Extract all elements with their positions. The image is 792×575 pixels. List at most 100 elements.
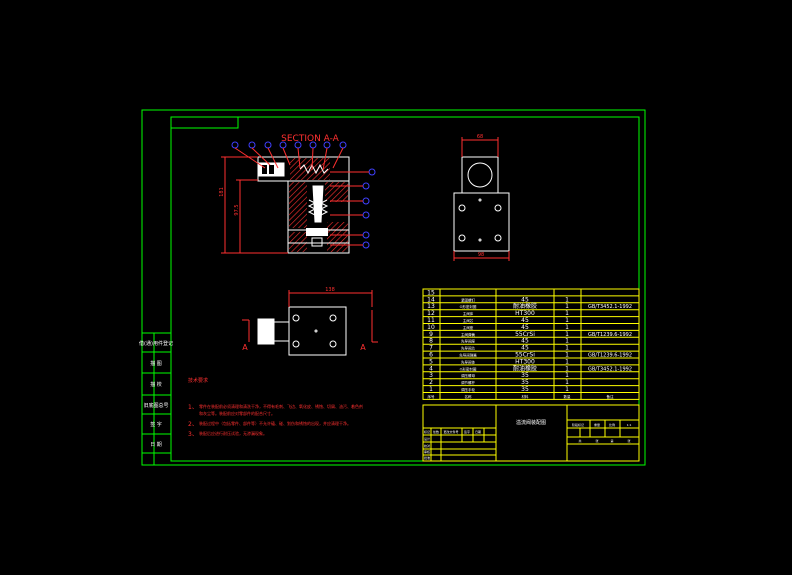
- parts-row-name: 主阀体: [463, 311, 474, 316]
- parts-row-qty: 1: [565, 324, 569, 331]
- parts-row-name: 调压手轮: [461, 387, 475, 392]
- tech-item-3-num: 3、: [188, 431, 198, 438]
- parts-row-material: 耐油橡胶: [513, 364, 537, 372]
- parts-row-name: 调节螺杆: [461, 380, 475, 385]
- parts-row-material: 35: [521, 372, 529, 379]
- parts-row-qty: 1: [565, 372, 569, 379]
- parts-row-name: 主阀芯: [463, 318, 474, 323]
- parts-row-material: 35: [521, 379, 529, 386]
- parts-row-qty: 1: [565, 331, 569, 338]
- scale-value: 1:1: [627, 423, 632, 427]
- parts-row-no: 2: [429, 379, 433, 386]
- parts-row-no: 10: [427, 324, 435, 331]
- tech-item-2-num: 2、: [188, 421, 198, 428]
- title-label-count: 处数: [433, 429, 439, 434]
- tech-item-3-text: 装配后应进行耐压试验，无渗漏现象。: [199, 430, 267, 436]
- side-view: [453, 156, 510, 252]
- parts-row-std: GB/T1239.6-1992: [588, 332, 632, 338]
- title-label-sign: 签字: [464, 429, 470, 434]
- parts-row-name: 先导阀体: [461, 359, 475, 364]
- parts-row-no: 4: [429, 365, 433, 372]
- parts-row-no: 3: [429, 372, 433, 379]
- part-balloons-top: [231, 141, 347, 171]
- parts-header-material: 材料: [522, 394, 530, 399]
- parts-row-no: 15: [427, 289, 435, 296]
- parts-header-name: 名称: [465, 394, 473, 399]
- parts-row-qty: 1: [565, 310, 569, 317]
- parts-row-material: 55CrSi: [515, 331, 535, 338]
- parts-row-material: 耐油橡胶: [513, 302, 537, 310]
- left-strip-label-2: 描 校: [150, 381, 162, 388]
- title-label-design: 设计: [424, 436, 430, 441]
- parts-row-material: 45: [521, 296, 529, 303]
- parts-row-material: 55CrSi: [515, 352, 535, 359]
- title-label-mark: 标记: [424, 429, 430, 434]
- parts-header-qty: 数量: [564, 394, 572, 399]
- weight-label: 重量: [594, 422, 600, 427]
- side-view-dimensions: [453, 137, 510, 261]
- plan-view-dimensions: [242, 290, 378, 343]
- plan-view: [257, 306, 347, 356]
- parts-row-std: GB/T3452.1-1992: [588, 366, 632, 372]
- title-block: [422, 404, 640, 462]
- parts-row-qty: 1: [565, 386, 569, 393]
- title-label-review: 审核: [424, 449, 430, 454]
- sheet-no-label: 第: [610, 438, 613, 443]
- parts-row-material: 45: [521, 317, 529, 324]
- part-balloons-right: [330, 168, 376, 249]
- section-view: [257, 156, 350, 254]
- left-strip: 借(通)用件登记 描 图 描 校 旧底图总号 签 字 日 期: [139, 332, 173, 465]
- left-strip-label-1: 描 图: [150, 360, 162, 367]
- section-mark-left: A: [242, 343, 248, 352]
- parts-row-qty: 1: [565, 338, 569, 345]
- dim-inner-height: 97.5: [234, 204, 240, 215]
- section-title: SECTION A-A: [281, 134, 340, 144]
- title-label-changefile: 更改文件号: [443, 429, 458, 434]
- parts-row-no: 1: [429, 386, 433, 393]
- title-label-date: 日期: [475, 429, 481, 434]
- parts-header-note: 备注: [607, 394, 615, 399]
- sheet-total-unit: 张: [595, 438, 598, 443]
- tech-requirements-title: 技术要求: [188, 377, 208, 384]
- parts-row-no: 12: [427, 310, 435, 317]
- parts-row-material: HT300: [515, 358, 535, 365]
- parts-row-material: 45: [521, 324, 529, 331]
- title-label-check: 校对: [424, 443, 430, 448]
- section-mark-right: A: [360, 343, 366, 352]
- tech-item-2-text: 装配过程中（包括零件、部件等）不允许磕、碰、划伤和锈蚀的出现，并应清理干净。: [199, 420, 351, 426]
- parts-row-qty: 1: [565, 365, 569, 372]
- parts-row-qty: 1: [565, 317, 569, 324]
- parts-row-std: GB/T3452.1-1992: [588, 304, 632, 310]
- parts-row-name: 紧固螺钉: [461, 297, 475, 302]
- parts-row-no: 5: [429, 358, 433, 365]
- parts-row-qty: 1: [565, 358, 569, 365]
- sheet-total-label: 共: [578, 438, 581, 443]
- left-strip-label-3: 旧底图总号: [143, 402, 168, 409]
- tech-item-1-text: 零件在装配前必须清理和清洗干净，不得有毛刺、飞边、氧化皮、锈蚀、切屑、油污、着色…: [199, 403, 363, 409]
- parts-row-name: 先导阀弹簧: [459, 353, 477, 358]
- left-strip-label-0: 借(通)用件登记: [139, 340, 173, 347]
- dim-main-height: 181: [219, 187, 225, 197]
- parts-row-material: HT300: [515, 310, 535, 317]
- parts-row-name: O形密封圈: [460, 366, 477, 371]
- parts-row-no: 7: [429, 345, 433, 352]
- parts-row-no: 11: [427, 317, 435, 324]
- dim-bottom-width: 138: [325, 287, 335, 293]
- scale-label: 比例: [609, 422, 615, 427]
- parts-row-no: 9: [429, 331, 433, 338]
- title-label-approve: 批准: [424, 455, 430, 460]
- tech-item-1-text-cont: 和灰尘等。装配前应对零部件的配合尺寸。: [199, 410, 275, 416]
- parts-row-qty: 1: [565, 296, 569, 303]
- sheet-no-unit: 张: [627, 438, 630, 443]
- parts-row-no: 14: [427, 296, 435, 303]
- parts-row-qty: 1: [565, 352, 569, 359]
- parts-row-name: O形密封圈: [460, 304, 477, 309]
- outer-frame: [141, 109, 646, 466]
- parts-row-name: 主阀座: [463, 325, 474, 330]
- parts-row-no: 13: [427, 303, 435, 310]
- parts-row-qty: 1: [565, 379, 569, 386]
- parts-row-name: 主阀弹簧: [461, 332, 475, 337]
- top-left-code-box: [170, 116, 239, 129]
- parts-row-material: 45: [521, 345, 529, 352]
